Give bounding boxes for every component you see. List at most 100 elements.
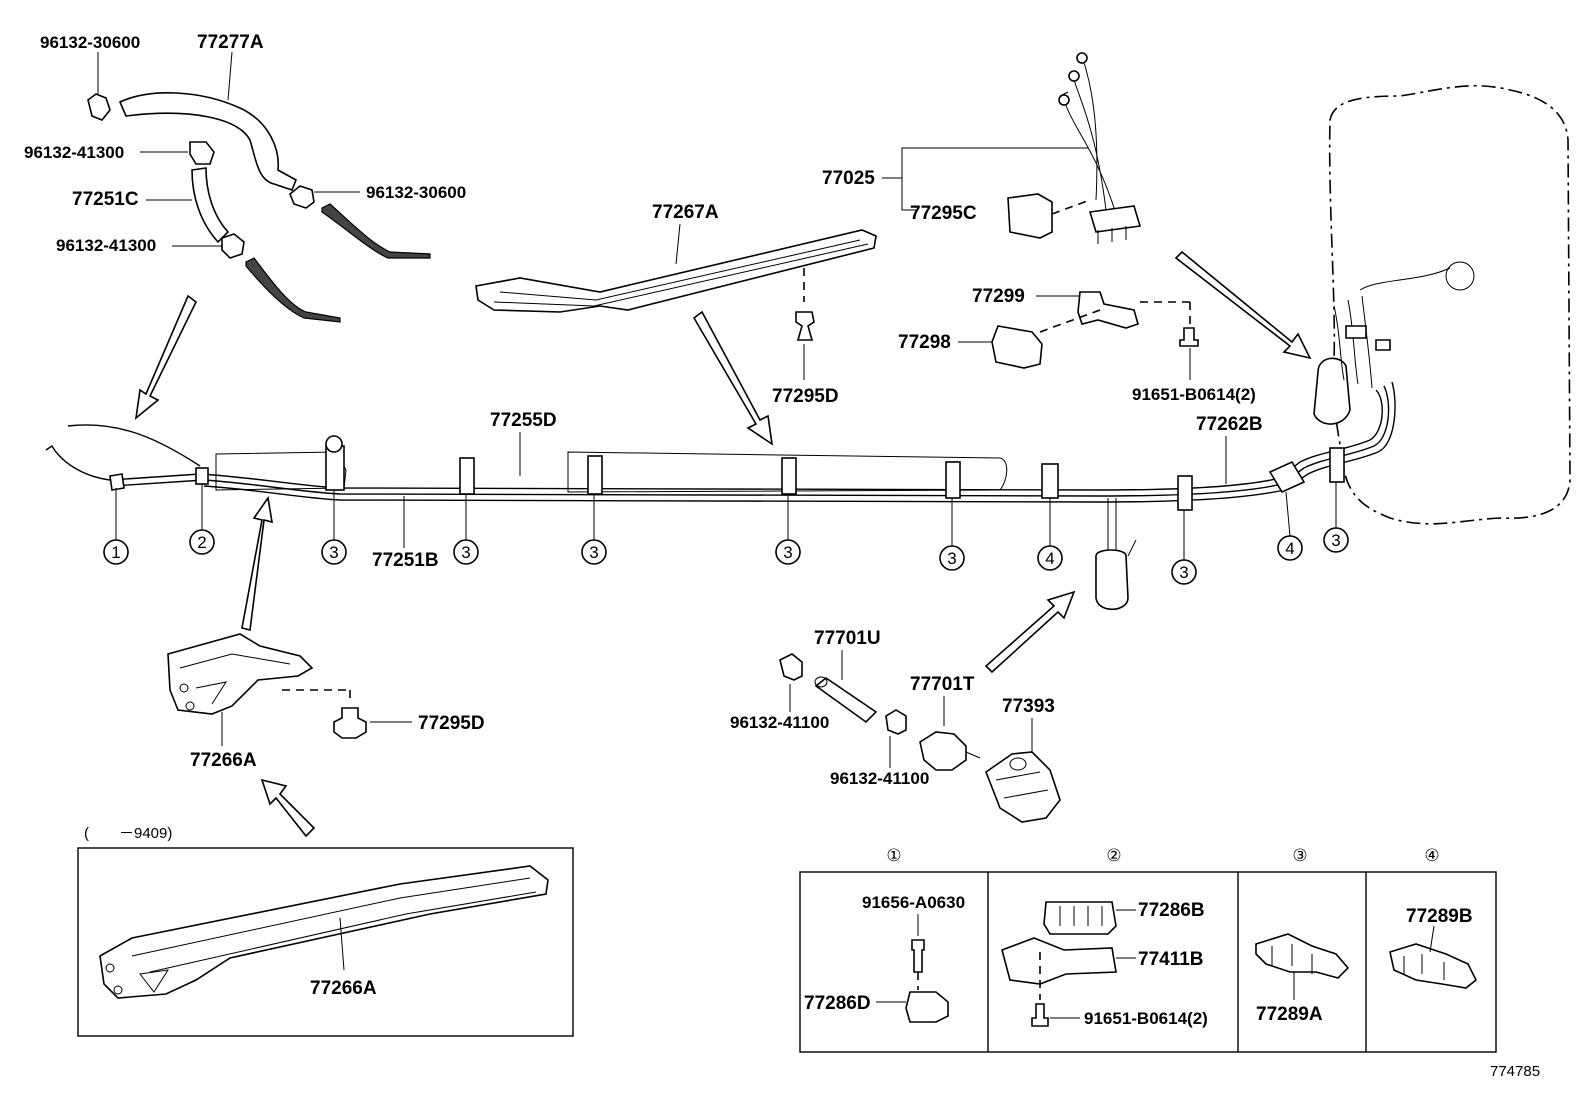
fuel-tank-outline bbox=[1313, 84, 1571, 525]
connector-77298 bbox=[991, 325, 1043, 369]
pipe-end-upper bbox=[321, 203, 431, 259]
arrow-to-line bbox=[134, 294, 198, 420]
hose-77251C bbox=[191, 167, 230, 244]
clamp-77289A bbox=[1255, 933, 1350, 979]
label-77393: 77393 bbox=[1002, 696, 1055, 717]
label-91656-A0630: 91656-A0630 bbox=[862, 893, 965, 912]
svg-text:3: 3 bbox=[783, 543, 792, 562]
label-77025: 77025 bbox=[822, 168, 875, 189]
bracket-group-77266A: 77295D 77266A bbox=[167, 495, 485, 838]
hose-77277A bbox=[118, 92, 298, 191]
legend-4-title: ④ bbox=[1424, 846, 1439, 865]
callout-3-g: 3 bbox=[1323, 527, 1349, 553]
label-77251C: 77251C bbox=[72, 189, 139, 210]
legend-3-title: ③ bbox=[1292, 846, 1307, 865]
label-91651-B0614-top: 91651-B0614(2) bbox=[1132, 385, 1256, 404]
label-77251B: 77251B bbox=[372, 550, 439, 571]
label-77267A: 77267A bbox=[652, 202, 719, 223]
clamp-77286B bbox=[1043, 901, 1117, 935]
bracket-77411B bbox=[1001, 937, 1117, 985]
label-77299: 77299 bbox=[972, 286, 1025, 307]
label-96132-41100-a: 96132-41100 bbox=[730, 713, 829, 732]
clamp-96132-41100-b bbox=[885, 709, 907, 735]
label-77295D-top: 77295D bbox=[772, 386, 839, 407]
arrow-up-to-bracket bbox=[260, 778, 316, 838]
label-77295D-left: 77295D bbox=[418, 713, 485, 734]
label-77298: 77298 bbox=[898, 332, 951, 353]
svg-text:3: 3 bbox=[1331, 531, 1340, 550]
label-96132-30600-b: 96132-30600 bbox=[366, 183, 466, 202]
bolt-91651-top bbox=[1179, 327, 1199, 347]
arrow-to-tank bbox=[1174, 250, 1312, 360]
label-77701U: 77701U bbox=[814, 628, 881, 649]
label-91651-B0614-box: 91651-B0614(2) bbox=[1084, 1009, 1208, 1028]
label-77295C: 77295C bbox=[910, 203, 977, 224]
callout-3-f: 3 bbox=[1171, 559, 1197, 585]
canister-77393 bbox=[985, 751, 1061, 823]
callout-3-e: 3 bbox=[939, 545, 965, 571]
legend-2-title: ② bbox=[1106, 846, 1121, 865]
wire-harness bbox=[1059, 55, 1117, 215]
callout-4-a: 4 bbox=[1037, 545, 1063, 571]
svg-text:3: 3 bbox=[589, 543, 598, 562]
svg-text:2: 2 bbox=[197, 533, 206, 552]
clip-77295D-top bbox=[795, 311, 815, 341]
label-77266A-inset: 77266A bbox=[310, 978, 377, 999]
label-77262B: 77262B bbox=[1196, 414, 1263, 435]
svg-text:4: 4 bbox=[1285, 539, 1294, 558]
hose-group-top-left: 96132-30600 77277A 96132-41300 77251C 96… bbox=[24, 32, 466, 420]
bracket-77299 bbox=[1077, 291, 1139, 329]
inset-box-9409: ( －9409) 77266A bbox=[77, 825, 574, 1037]
clamp-77289B bbox=[1389, 943, 1478, 989]
callout-1-a: 1 bbox=[103, 539, 129, 565]
label-77701T: 77701T bbox=[910, 674, 975, 695]
clamp-96132-30600-a bbox=[87, 93, 111, 121]
callout-4-b: 4 bbox=[1277, 535, 1303, 561]
main-fuel-lines: 77255D 77262B bbox=[45, 381, 1396, 611]
harness-group-77025: 77025 77295C 77299 77298 91651-B0614(2) bbox=[822, 52, 1312, 404]
label-96132-30600-a: 96132-30600 bbox=[40, 33, 140, 52]
svg-text:3: 3 bbox=[329, 543, 338, 562]
label-77286D: 77286D bbox=[804, 993, 871, 1014]
label-77289B: 77289B bbox=[1406, 906, 1473, 927]
label-77255D: 77255D bbox=[490, 410, 557, 431]
inset-note: ( －9409) bbox=[84, 825, 172, 842]
pipe-end-lower bbox=[245, 257, 341, 323]
clamp-77286D bbox=[905, 991, 949, 1023]
bolt-91656-A0630 bbox=[911, 939, 925, 973]
arrow-to-canister bbox=[984, 590, 1076, 674]
bracket-77267A bbox=[475, 229, 877, 313]
clamp-96132-30600-b bbox=[289, 185, 315, 209]
svg-text:1: 1 bbox=[111, 543, 120, 562]
legend-box: ① ② ③ ④ 91656-A0630 77286D 77286B 77411B… bbox=[799, 846, 1497, 1053]
callout-3-d: 3 bbox=[775, 539, 801, 565]
clamp-96132-41300-a bbox=[189, 141, 215, 165]
arrow-up-to-line bbox=[241, 495, 273, 631]
label-96132-41300-b: 96132-41300 bbox=[56, 236, 156, 255]
label-77277A: 77277A bbox=[197, 32, 264, 53]
legend-1-title: ① bbox=[886, 846, 901, 865]
pump-flange bbox=[1313, 357, 1351, 425]
label-96132-41300-a: 96132-41300 bbox=[24, 143, 124, 162]
callout-3-a: 3 bbox=[321, 539, 347, 565]
diagram-id: 774785 bbox=[1490, 1063, 1540, 1080]
clamp-96132-41100-a bbox=[779, 653, 803, 681]
filter-77701T bbox=[919, 731, 967, 771]
callout-3-c: 3 bbox=[581, 539, 607, 565]
arrow-to-line-mid bbox=[692, 310, 774, 446]
line-callouts: 1 2 3 3 3 3 3 4 3 4 3 bbox=[103, 527, 1349, 585]
label-77266A-top: 77266A bbox=[190, 750, 257, 771]
clip-77295D-left bbox=[333, 707, 367, 739]
clamp-96132-41300-b bbox=[221, 233, 245, 259]
svg-text:4: 4 bbox=[1045, 549, 1054, 568]
hose-77701U bbox=[814, 677, 878, 724]
bracket-77266A-inset bbox=[99, 865, 549, 999]
label-96132-41100-b: 96132-41100 bbox=[830, 769, 929, 788]
connector-77295C bbox=[1007, 193, 1053, 239]
bracket-group-77267A: 77267A 77295D bbox=[475, 202, 877, 446]
callout-2-a: 2 bbox=[189, 529, 215, 555]
bolt-91651-box bbox=[1031, 1003, 1049, 1027]
svg-text:3: 3 bbox=[1179, 563, 1188, 582]
label-77289A: 77289A bbox=[1256, 1004, 1323, 1025]
